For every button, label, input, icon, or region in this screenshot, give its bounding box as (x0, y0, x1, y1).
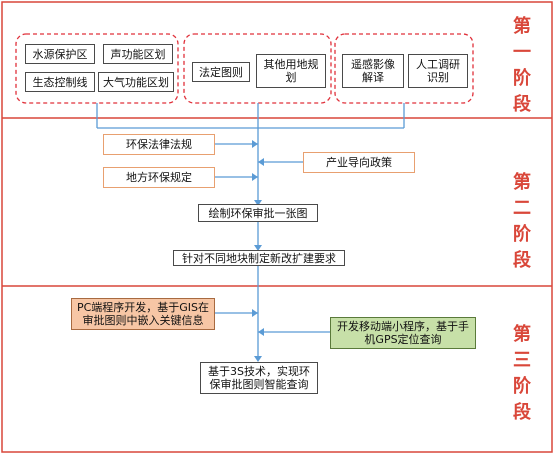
box-mobile-development: 开发移动端小程序，基于手机GPS定位查询 (330, 317, 476, 349)
stage-char: 阶 (513, 224, 531, 245)
box-eco-line: 生态控制线 (25, 72, 95, 92)
box-pc-development: PC端程序开发，基于GIS在审批图则中嵌入关键信息 (71, 298, 215, 330)
stage-char: 第 (513, 172, 531, 193)
box-3s-query: 基于3S技术，实现环保审批图则智能查询 (200, 362, 318, 394)
stage-label-1: 第 一 阶 段 (512, 14, 532, 118)
box-remote-sensing: 遥感影像解译 (342, 54, 404, 88)
group3-frame (334, 33, 474, 104)
group2-frame (183, 33, 332, 104)
box-draw-map: 绘制环保审批一张图 (198, 204, 318, 222)
box-water-source: 水源保护区 (25, 44, 95, 64)
box-other-land-plan: 其他用地规划 (256, 54, 326, 88)
stage-char: 段 (513, 94, 531, 115)
stage-char: 一 (513, 42, 531, 63)
stage-label-3: 第 三 阶 段 (512, 322, 532, 426)
stage-char: 阶 (513, 376, 531, 397)
stage-char: 段 (513, 250, 531, 271)
box-sound-zoning: 声功能区划 (103, 44, 173, 64)
stage-char: 第 (513, 16, 531, 37)
box-env-law: 环保法律法规 (103, 134, 215, 155)
box-industry-policy: 产业导向政策 (303, 152, 415, 173)
box-manual-survey: 人工调研识别 (408, 54, 468, 88)
stage-char: 阶 (513, 68, 531, 89)
stage-label-2: 第 二 阶 段 (512, 170, 532, 274)
box-statutory-plan: 法定图则 (192, 62, 250, 82)
box-air-zoning: 大气功能区划 (98, 72, 174, 92)
box-plot-requirements: 针对不同地块制定新改扩建要求 (173, 250, 345, 266)
box-local-rules: 地方环保规定 (103, 167, 215, 188)
group1-frame (15, 33, 179, 104)
stage-char: 第 (513, 324, 531, 345)
stage-char: 段 (513, 402, 531, 423)
stage-char: 二 (513, 198, 531, 219)
stage-char: 三 (513, 350, 531, 371)
